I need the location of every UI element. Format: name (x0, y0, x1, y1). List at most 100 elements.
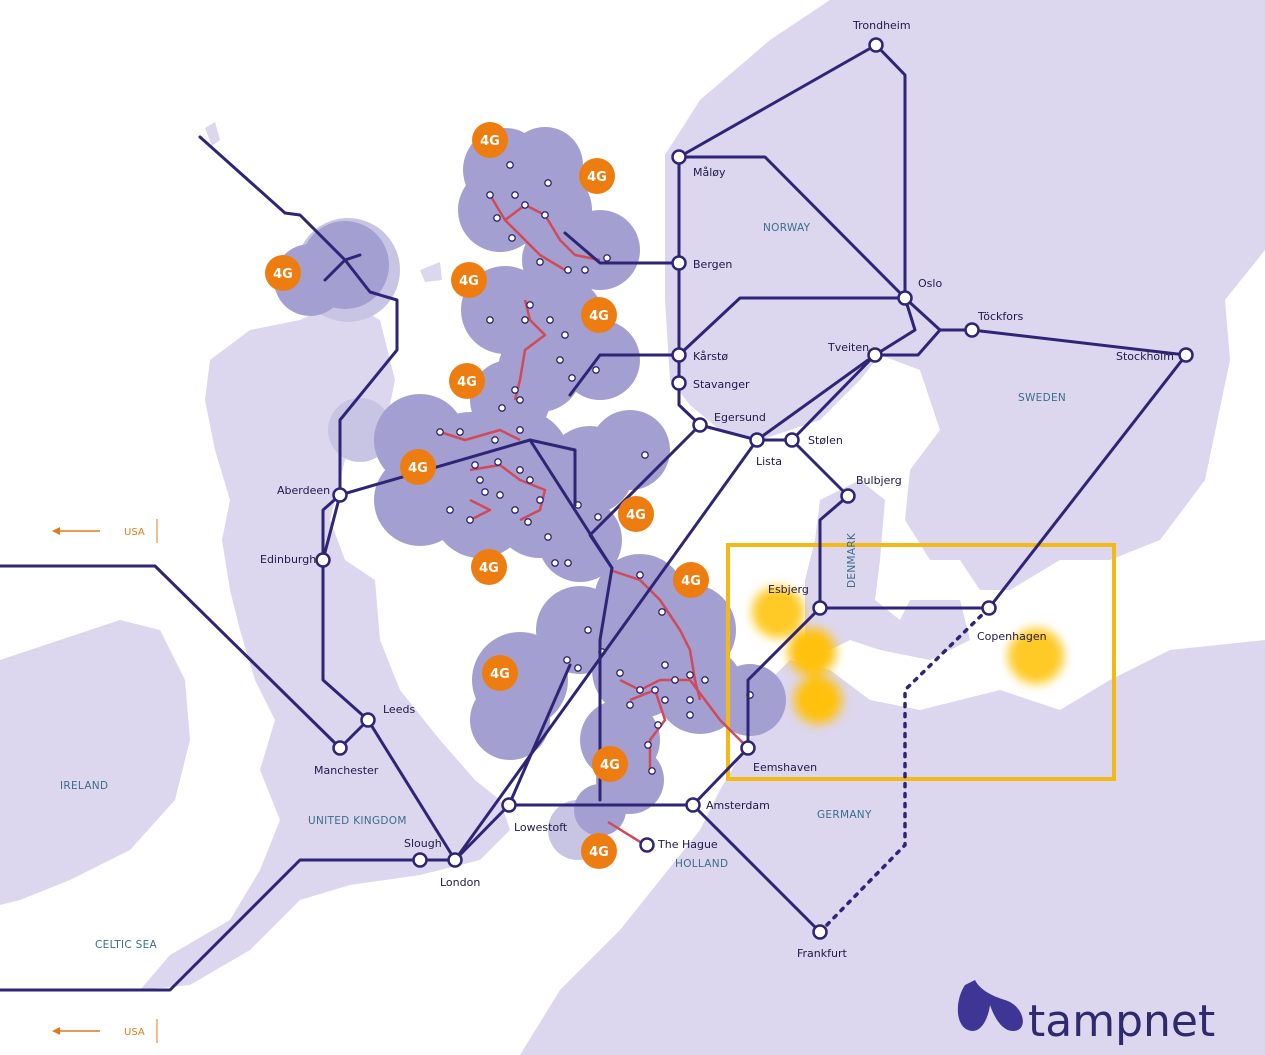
planned-link-frankfurt-copenhagen (818, 606, 991, 934)
hotspot-offshore-1 (788, 628, 836, 676)
usa-pointer-upper: USA (52, 519, 158, 543)
label-eemshaven: Eemshaven (753, 761, 817, 774)
land-scandinavia (665, 0, 1265, 590)
label-london: London (440, 876, 480, 889)
land-shetland (205, 122, 220, 146)
svg-text:4G: 4G (480, 134, 500, 149)
svg-text:4G: 4G (589, 845, 609, 860)
node-stockholm[interactable] (1178, 347, 1194, 363)
usa-pointer-lower: USA (52, 1019, 158, 1043)
node-lista[interactable] (749, 432, 765, 448)
label-stolen: Stølen (808, 434, 843, 447)
label-norway: NORWAY (763, 222, 811, 234)
node-london[interactable] (447, 852, 463, 868)
land-orkney (420, 262, 442, 282)
node-karsto[interactable] (671, 347, 687, 363)
node-eemshaven[interactable] (740, 740, 756, 756)
label-aberdeen: Aberdeen (277, 484, 330, 497)
label-bulbjerg: Bulbjerg (856, 474, 902, 487)
hotspot-esbjerg (752, 586, 804, 638)
land-continent (520, 640, 1265, 1055)
city-labels: Trondheim Måløy Bergen Oslo Töckfors Sto… (260, 19, 1174, 960)
4g-badge: 4G (618, 496, 654, 532)
label-manchester: Manchester (314, 764, 379, 777)
svg-text:4G: 4G (600, 758, 620, 773)
4g-badge: 4G (400, 449, 436, 485)
node-oslo[interactable] (897, 290, 913, 306)
hotspot-copenhagen (1008, 628, 1064, 684)
node-bulbjerg[interactable] (840, 488, 856, 504)
hotspot-offshore-2 (794, 676, 842, 724)
svg-text:4G: 4G (589, 309, 609, 324)
label-karsto: Kårstø (693, 350, 728, 363)
4g-badge: 4G (451, 262, 487, 298)
node-stavanger[interactable] (671, 375, 687, 391)
country-labels: NORWAY SWEDEN DENMARK GERMANY HOLLAND UN… (60, 222, 1066, 951)
tampnet-logo-mark (957, 980, 1023, 1031)
label-maloy: Måløy (693, 166, 726, 179)
label-holland: HOLLAND (675, 858, 728, 870)
node-trondheim[interactable] (868, 37, 884, 53)
node-stolen[interactable] (784, 432, 800, 448)
label-lowestoft: Lowestoft (514, 821, 568, 834)
major-nodes (315, 37, 1194, 940)
field-links (439, 194, 749, 847)
node-bergen[interactable] (671, 255, 687, 271)
label-stockholm: Stockholm (1116, 350, 1174, 363)
label-sweden: SWEDEN (1018, 392, 1066, 404)
label-denmark: DENMARK (846, 532, 858, 588)
land-great-britain (140, 300, 510, 990)
label-edinburgh: Edinburgh (260, 553, 316, 566)
svg-text:4G: 4G (459, 274, 479, 289)
svg-text:USA: USA (124, 1027, 145, 1038)
svg-text:4G: 4G (587, 170, 607, 185)
4g-badge: 4G (471, 549, 507, 585)
4g-badge: 4G (482, 655, 518, 691)
4g-badge: 4G (472, 122, 508, 158)
node-slough[interactable] (412, 852, 428, 868)
label-oslo: Oslo (918, 277, 942, 290)
node-lowestoft[interactable] (501, 797, 517, 813)
node-maloy[interactable] (671, 149, 687, 165)
node-manchester[interactable] (332, 740, 348, 756)
label-celtic-sea: CELTIC SEA (95, 939, 158, 951)
4g-badge: 4G (581, 833, 617, 869)
label-esbjerg: Esbjerg (768, 583, 809, 596)
node-frankfurt[interactable] (812, 924, 828, 940)
node-egersund[interactable] (692, 417, 708, 433)
node-the-hague[interactable] (639, 837, 655, 853)
label-leeds: Leeds (383, 703, 415, 716)
node-esbjerg[interactable] (812, 600, 828, 616)
node-aberdeen[interactable] (332, 487, 348, 503)
label-frankfurt: Frankfurt (797, 947, 847, 960)
node-copenhagen[interactable] (981, 600, 997, 616)
label-bergen: Bergen (693, 258, 732, 271)
tampnet-logo-text: tampnet (1028, 996, 1215, 1047)
svg-text:4G: 4G (273, 267, 293, 282)
svg-text:4G: 4G (457, 375, 477, 390)
4g-badge: 4G (592, 746, 628, 782)
4g-badge: 4G (265, 255, 301, 291)
svg-text:4G: 4G (626, 508, 646, 523)
svg-text:4G: 4G (681, 574, 701, 589)
tampnet-logo: tampnet (957, 980, 1215, 1047)
svg-text:4G: 4G (408, 461, 428, 476)
svg-text:4G: 4G (490, 667, 510, 682)
label-lista: Lista (756, 455, 782, 468)
node-edinburgh[interactable] (315, 552, 331, 568)
backbone-network (0, 43, 1188, 992)
node-tockfors[interactable] (964, 322, 980, 338)
node-leeds[interactable] (360, 712, 376, 728)
node-amsterdam[interactable] (685, 797, 701, 813)
label-tveiten: Tveiten (827, 341, 869, 354)
4g-badge: 4G (673, 562, 709, 598)
label-amsterdam: Amsterdam (706, 799, 770, 812)
svg-text:4G: 4G (479, 561, 499, 576)
label-slough: Slough (404, 837, 442, 850)
node-tveiten[interactable] (867, 347, 883, 363)
label-trondheim: Trondheim (852, 19, 911, 32)
svg-text:USA: USA (124, 527, 145, 538)
field-stations (436, 161, 754, 775)
4g-badge: 4G (449, 363, 485, 399)
